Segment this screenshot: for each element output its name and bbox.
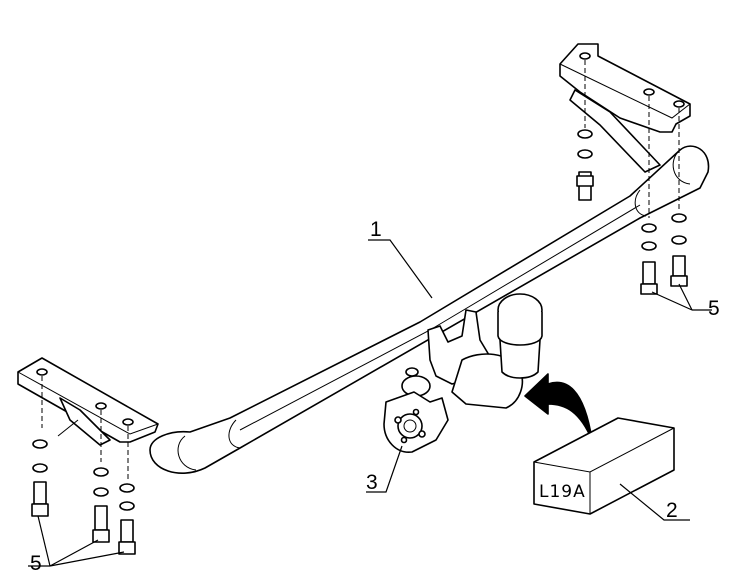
callout-1: 1 <box>370 218 382 241</box>
left-bolt-set <box>31 376 136 555</box>
right-bolt-set <box>576 60 688 295</box>
left-mounting-bracket <box>17 357 159 446</box>
curved-arrow-icon <box>524 373 593 441</box>
leader-lines <box>28 239 712 567</box>
tow-ball-assembly <box>401 293 543 409</box>
right-mounting-bracket <box>559 43 691 173</box>
callout-5-left: 5 <box>30 552 42 575</box>
label-box-text: L19A <box>539 482 586 502</box>
label-box: L19A <box>533 417 675 515</box>
callout-2: 2 <box>666 499 678 522</box>
callout-5-right: 5 <box>708 297 720 320</box>
callout-3: 3 <box>366 471 378 494</box>
socket-plate <box>383 391 449 453</box>
